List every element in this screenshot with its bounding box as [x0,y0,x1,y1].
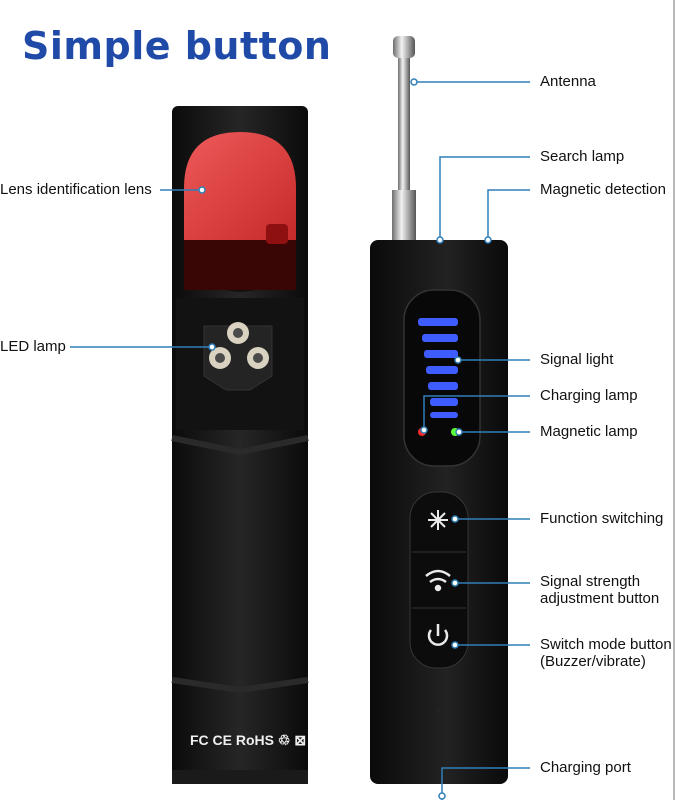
label-signal-strength-line2: adjustment button [540,590,660,607]
left-device [171,106,309,784]
wifi-glyph [425,569,451,592]
right-device [370,36,508,784]
certification-marks: FC CE RoHS ♲ ⊠ [190,732,307,748]
signal-bars [418,318,458,418]
function-button-glyph [428,510,448,530]
label-search-lamp: Search lamp [540,148,625,165]
label-charging-lamp: Charging lamp [540,387,638,404]
leader-lines [70,78,530,800]
label-magnetic-detection: Magnetic detection [540,181,666,198]
label-antenna: Antenna [540,73,596,90]
divider-line [673,0,675,800]
red-lens-filter [184,132,296,240]
label-function-switching: Function switching [540,510,664,527]
label-signal-light: Signal light [540,351,614,368]
label-magnetic-lamp: Magnetic lamp [540,423,638,440]
label-switch-mode-line2: (Buzzer/vibrate) [540,653,646,670]
label-signal-strength-line1: Signal strength [540,573,641,590]
label-lens-identification: Lens identification lens [0,181,152,198]
label-switch-mode-line1: Switch mode button [540,636,672,653]
led-bulbs [209,322,269,369]
label-led-lamp: LED lamp [0,338,66,355]
page-title: Simple button [22,24,332,68]
label-charging-port: Charging port [540,759,631,776]
power-glyph [427,624,449,646]
